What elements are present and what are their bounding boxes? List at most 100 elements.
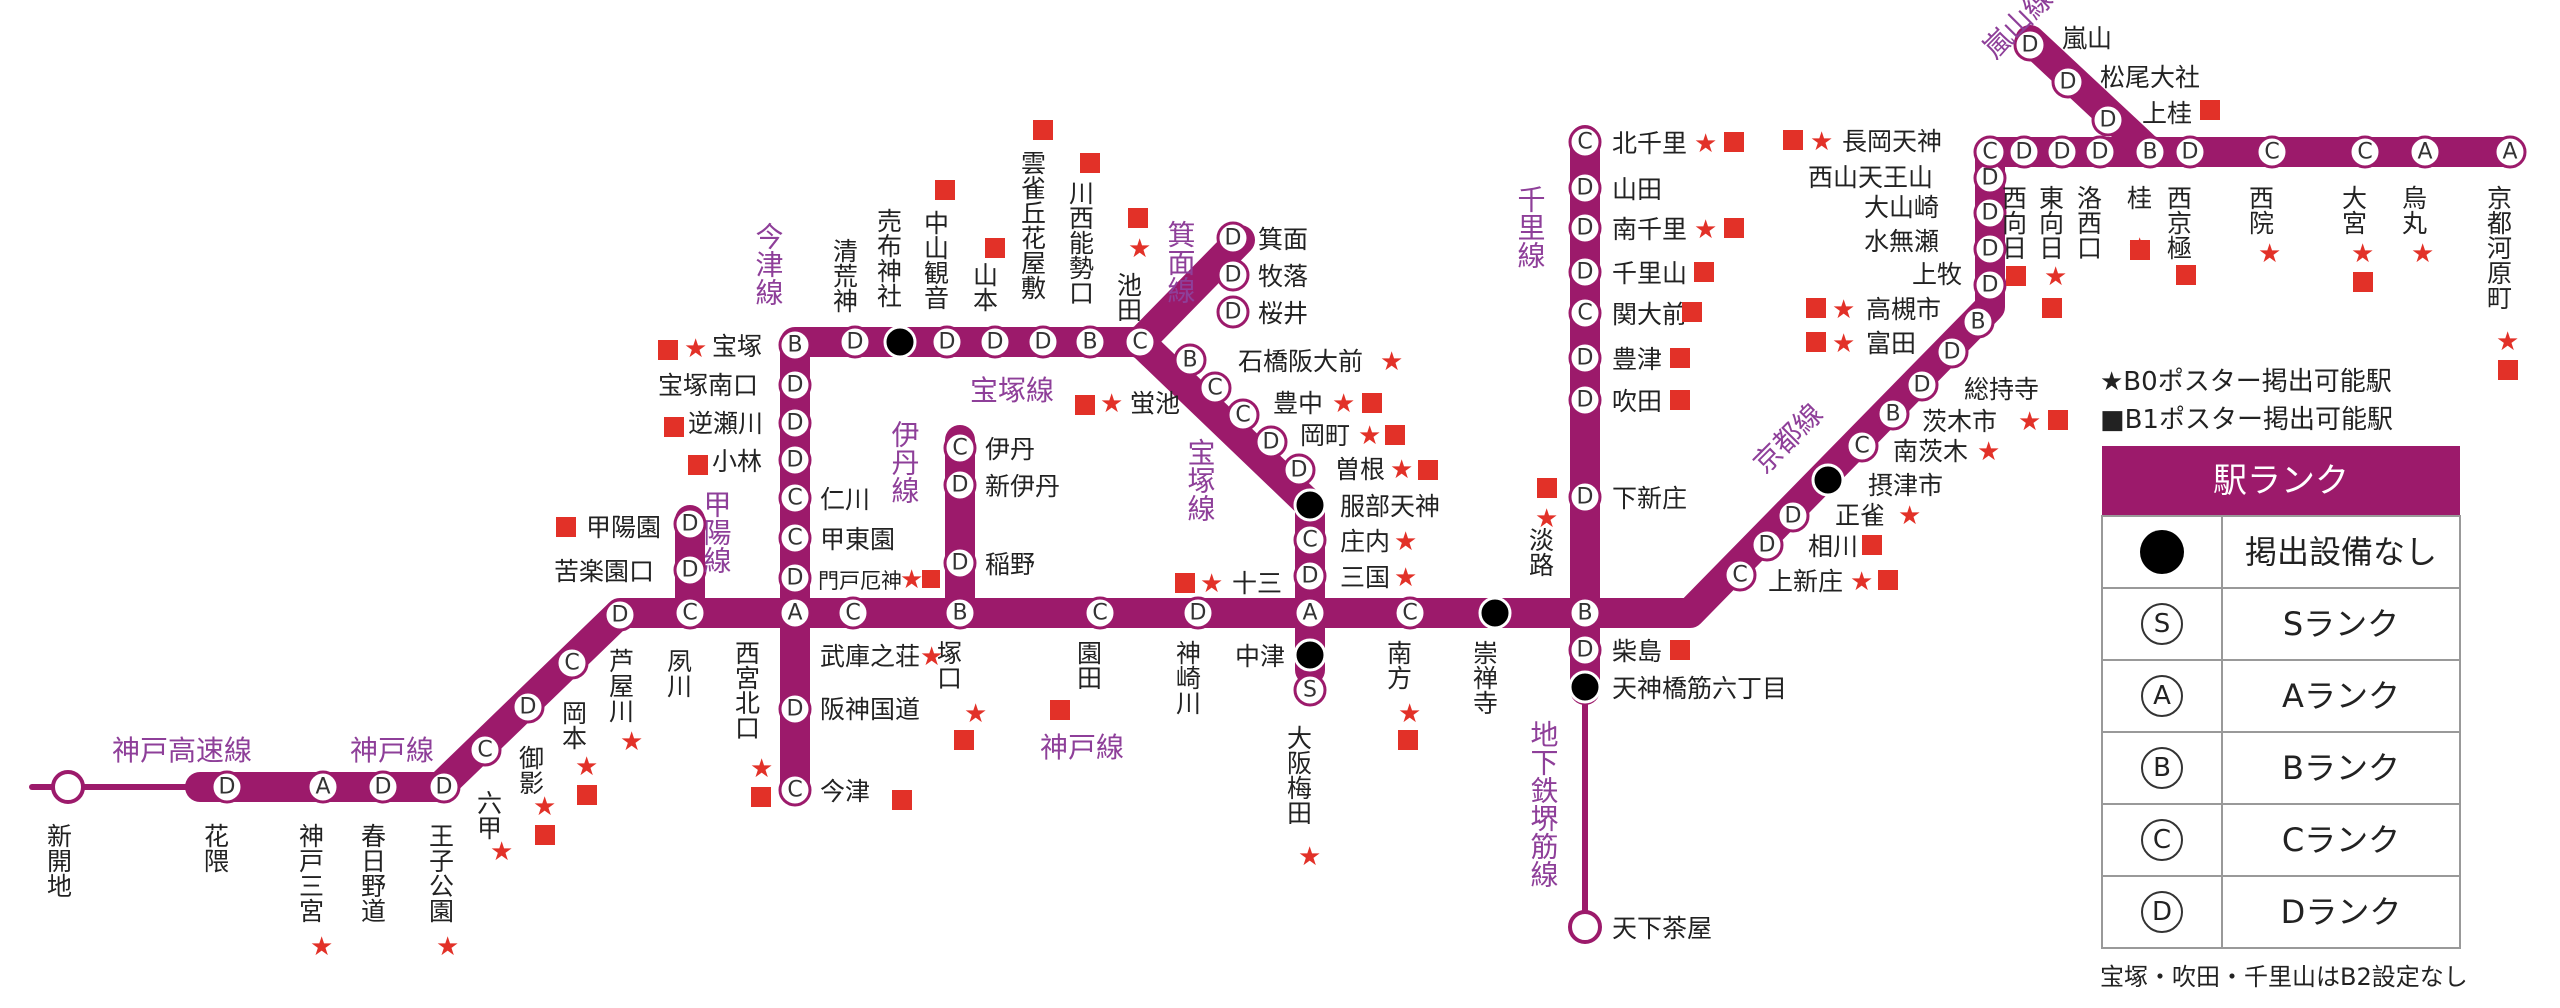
station-tonda[interactable]: D — [1935, 335, 1969, 369]
station-mukonoso[interactable]: C — [836, 596, 870, 630]
station-takatsuki-shi[interactable]: B — [1961, 305, 1995, 339]
station-kami-katsura[interactable]: D — [2091, 103, 2125, 137]
station-kyoto-kawaramachi[interactable]: A — [2493, 135, 2527, 169]
station-yamamoto[interactable]: D — [978, 325, 1012, 359]
station-minamikata[interactable]: C — [1393, 596, 1427, 630]
station-label-oyamazaki: 大山崎 — [1864, 193, 1939, 222]
station-awaji[interactable]: B — [1568, 596, 1602, 630]
station-omiya[interactable]: C — [2348, 135, 2382, 169]
station-sojiji[interactable]: D — [1905, 368, 1939, 402]
station-shojaku[interactable]: D — [1776, 499, 1810, 533]
station-rokko[interactable]: C — [468, 733, 502, 767]
station-nishi-kyogoku[interactable]: D — [2173, 135, 2207, 169]
station-oji-koen[interactable]: D — [427, 770, 461, 804]
station-tsukaguchi[interactable]: B — [943, 596, 977, 630]
station-rank: C — [682, 601, 697, 626]
station-kurakuenguchi[interactable]: D — [673, 553, 707, 587]
station-rakusaiguchi[interactable]: D — [2083, 135, 2117, 169]
station-kami-shinjo[interactable]: C — [1723, 558, 1757, 592]
station-tengachaya[interactable] — [1568, 910, 1602, 944]
station-nishinomiya-kitaguchi[interactable]: A — [778, 596, 812, 630]
station-label-sone: 曽根 — [1335, 455, 1385, 484]
station-arashiyama[interactable]: D — [2013, 28, 2047, 62]
station-oyamazaki[interactable]: D — [1973, 196, 2007, 230]
station-hanakuma[interactable]: D — [210, 770, 244, 804]
station-mino-o[interactable]: D — [1216, 221, 1250, 255]
station-label-imazu: 今津 — [820, 777, 870, 806]
station-juso[interactable]: A — [1293, 596, 1327, 630]
station-hotarugaike[interactable]: C — [1198, 371, 1232, 405]
station-saiin[interactable]: C — [2255, 135, 2289, 169]
station-karasuma[interactable]: A — [2408, 135, 2442, 169]
station-hanshin-kokudo[interactable]: D — [778, 692, 812, 726]
station-tenjimbashisuji-6chome[interactable] — [1568, 670, 1602, 704]
station-okamoto[interactable]: C — [555, 646, 589, 680]
station-katsura[interactable]: B — [2133, 135, 2167, 169]
station-minase[interactable]: D — [1973, 232, 2007, 266]
station-hattori-tenjin[interactable] — [1293, 488, 1327, 522]
station-osaka-umeda[interactable]: S — [1293, 673, 1327, 707]
station-rank: D — [1759, 533, 1776, 558]
station-kandaimae[interactable]: C — [1568, 296, 1602, 330]
station-shin-itami[interactable]: D — [943, 468, 977, 502]
station-senriyama[interactable]: D — [1568, 255, 1602, 289]
station-nishi-muko[interactable]: D — [2007, 135, 2041, 169]
station-sone[interactable]: D — [1282, 453, 1316, 487]
station-sozenji[interactable] — [1478, 596, 1512, 630]
station-suita[interactable]: D — [1568, 383, 1602, 417]
station-minami-ibaraki[interactable]: C — [1845, 429, 1879, 463]
station-obayashi[interactable]: D — [778, 443, 812, 477]
station-makiochi[interactable]: D — [1216, 258, 1250, 292]
station-kanzakigawa[interactable]: D — [1181, 596, 1215, 630]
station-kiyoshikojin[interactable]: D — [838, 325, 872, 359]
station-label-nigawa: 仁川 — [820, 485, 870, 514]
station-kasuganomichi[interactable]: D — [366, 770, 400, 804]
station-higashi-muko[interactable]: D — [2045, 135, 2079, 169]
station-koto-en[interactable]: C — [778, 521, 812, 555]
station-settsu-shi[interactable] — [1811, 463, 1845, 497]
station-nigawa[interactable]: C — [778, 481, 812, 515]
station-hibarigaoka-hanayashiki[interactable]: D — [1026, 325, 1060, 359]
station-nishiyama-tennozan[interactable]: D — [1973, 161, 2007, 195]
station-mikage[interactable]: D — [511, 690, 545, 724]
station-aikawa[interactable]: D — [1750, 528, 1784, 562]
station-imazu[interactable]: C — [778, 773, 812, 807]
station-sakurai[interactable]: D — [1216, 295, 1250, 329]
station-shukugawa[interactable]: C — [673, 596, 707, 630]
station-shonai[interactable]: C — [1293, 523, 1327, 557]
station-matsuo-taisha[interactable]: D — [2051, 65, 2085, 99]
station-sonoda[interactable]: C — [1083, 596, 1117, 630]
station-kunijima[interactable]: D — [1568, 633, 1602, 667]
station-toyotsu[interactable]: D — [1568, 341, 1602, 375]
station-takarazuka-minamiguchi[interactable]: D — [778, 368, 812, 402]
station-shimo-shinjo[interactable]: D — [1568, 480, 1602, 514]
station-inano[interactable]: D — [943, 546, 977, 580]
station-kawanishi-noseguchi[interactable]: B — [1073, 325, 1107, 359]
station-ikeda[interactable]: C — [1123, 325, 1157, 359]
station-itami[interactable]: C — [943, 431, 977, 465]
station-takarazuka[interactable]: B — [778, 328, 812, 362]
station-shinkaichi[interactable] — [51, 770, 85, 804]
station-kanmaki[interactable]: D — [1973, 268, 2007, 302]
station-ibaraki-shi[interactable]: B — [1876, 397, 1910, 431]
station-toyonaka[interactable]: C — [1226, 398, 1260, 432]
station-rank: D — [1577, 638, 1594, 663]
station-kobe-sannomiya[interactable]: A — [306, 770, 340, 804]
station-nakatsu[interactable] — [1293, 638, 1327, 672]
station-nakayama-kannon[interactable]: D — [930, 325, 964, 359]
station-minami-senri[interactable]: D — [1568, 211, 1602, 245]
station-sakasegawa[interactable]: D — [778, 406, 812, 440]
b0-star-icon: ★ — [490, 837, 513, 867]
station-ashiyagawa[interactable]: D — [603, 598, 637, 632]
station-koyoen[interactable]: D — [673, 507, 707, 541]
station-mikuni[interactable]: D — [1293, 559, 1327, 593]
station-okamachi[interactable]: D — [1254, 425, 1288, 459]
station-ishibashi-handaimae[interactable]: B — [1173, 343, 1207, 377]
station-mefu-jinja[interactable] — [883, 325, 917, 359]
station-mondo-yakujin[interactable]: D — [778, 561, 812, 595]
station-label-ibaraki-shi: 茨木市 — [1922, 407, 1997, 436]
station-kita-senri[interactable]: C — [1568, 125, 1602, 159]
station-nagaoka-tenjin[interactable]: C — [1973, 135, 2007, 169]
line-names: 神戸高速線 神戸線 神戸線 甲陽線 今津線 宝塚線 宝塚線 伊丹線 箕面線 千里… — [112, 0, 2059, 888]
station-yamada[interactable]: D — [1568, 171, 1602, 205]
